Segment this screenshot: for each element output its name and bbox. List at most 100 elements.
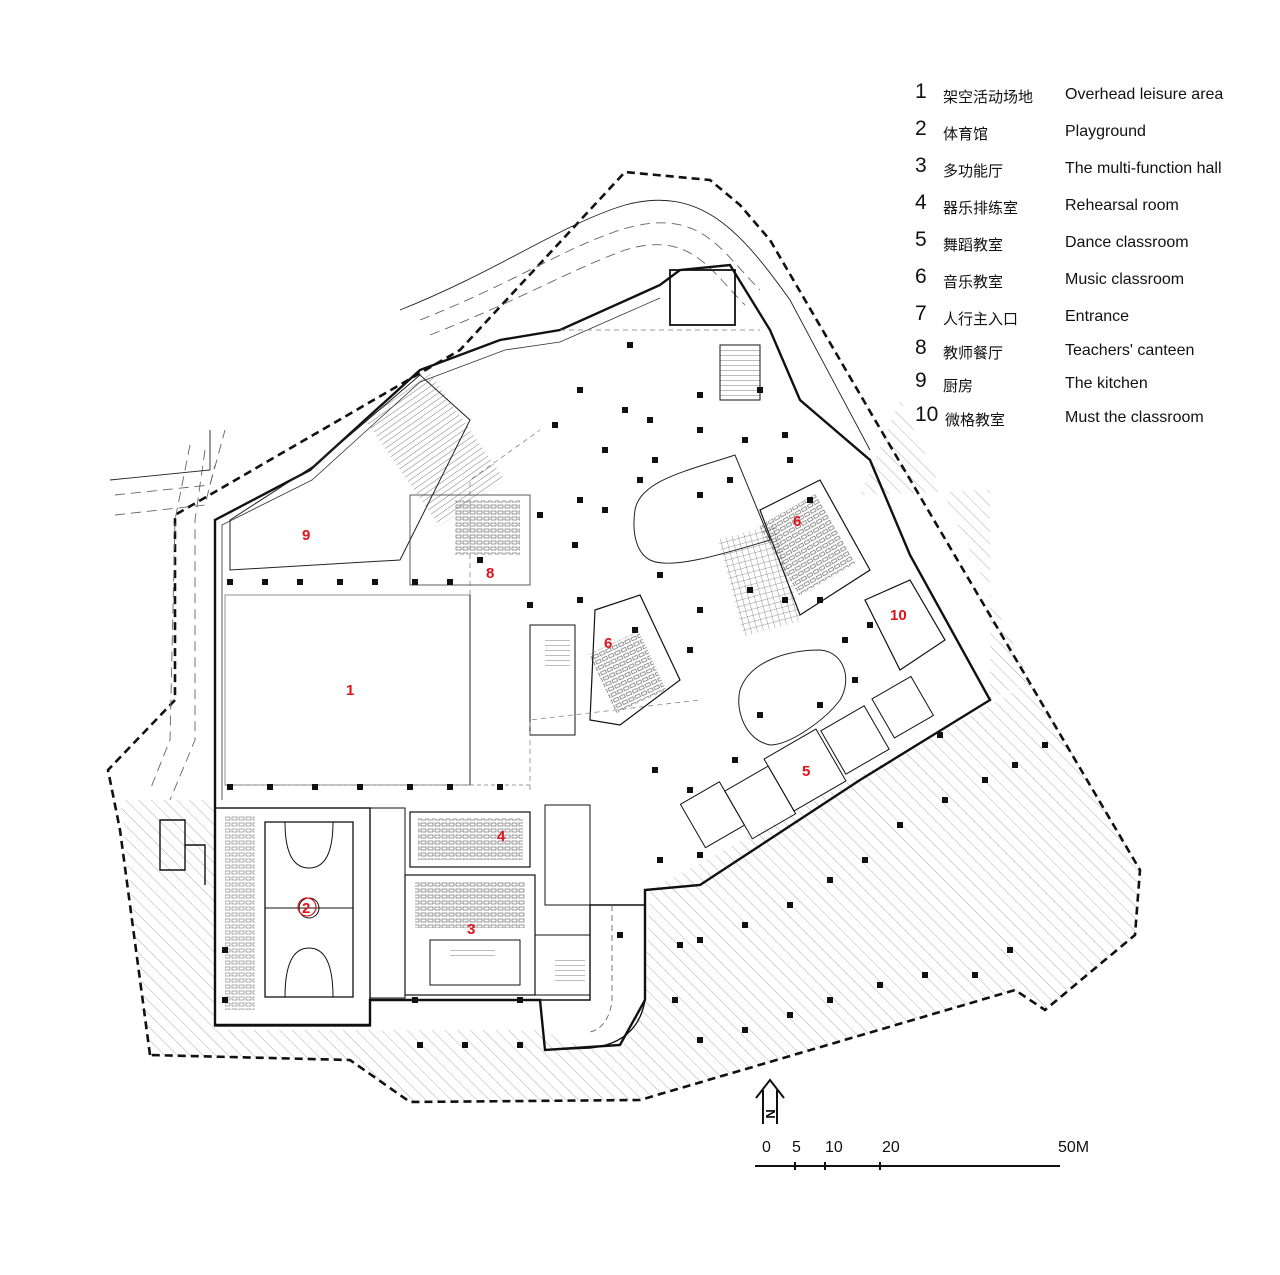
column (852, 677, 858, 683)
legend-english-label: Entrance (1065, 308, 1130, 325)
hatched-landscape-zone (120, 680, 1140, 1102)
column (652, 457, 658, 463)
label-music-a: 6 (604, 635, 612, 652)
column (407, 784, 413, 790)
kitchen-area (229, 374, 471, 571)
column (687, 787, 693, 793)
column (552, 422, 558, 428)
label-music-b: 6 (793, 513, 801, 530)
label-overhead-area: 1 (346, 682, 354, 699)
column (372, 579, 378, 585)
column (697, 607, 703, 613)
legend-chinese-label: 架空活动场地 (943, 88, 1034, 106)
legend-number: 8 (915, 335, 927, 359)
column (937, 732, 943, 738)
column (877, 982, 883, 988)
label-dance: 5 (802, 763, 810, 780)
structural-columns (222, 342, 1048, 1048)
column (732, 757, 738, 763)
legend-english-label: Playground (1065, 123, 1146, 140)
north-letter: N (763, 1109, 778, 1118)
road-edge (109, 199, 871, 481)
column (742, 437, 748, 443)
label-rehearsal: 4 (497, 828, 506, 845)
basketball-court (264, 821, 354, 998)
column (972, 972, 978, 978)
column (602, 507, 608, 513)
column (447, 579, 453, 585)
column (602, 447, 608, 453)
column (227, 784, 233, 790)
column (677, 942, 683, 948)
scale-bar (755, 1162, 1060, 1170)
column (222, 947, 228, 953)
column (897, 822, 903, 828)
column (757, 387, 763, 393)
column (637, 477, 643, 483)
column (942, 797, 948, 803)
scale-tick-5: 5 (792, 1139, 801, 1156)
legend-english-label: Music classroom (1065, 271, 1185, 288)
column (337, 579, 343, 585)
column (417, 1042, 423, 1048)
legend-number: 6 (915, 265, 927, 288)
column (782, 597, 788, 603)
column (697, 392, 703, 398)
column (447, 784, 453, 790)
column (622, 407, 628, 413)
column (312, 784, 318, 790)
column (577, 597, 583, 603)
oval-court-south (738, 649, 847, 746)
column (817, 597, 823, 603)
column (517, 1042, 523, 1048)
oval-court-north (633, 454, 771, 564)
column (357, 784, 363, 790)
building-inner-line (221, 297, 661, 800)
column (697, 427, 703, 433)
legend-english-label: Rehearsal room (1065, 197, 1179, 214)
column (297, 579, 303, 585)
column (697, 852, 703, 858)
column (222, 997, 228, 1003)
music-classroom-a (589, 594, 681, 726)
column (862, 857, 868, 863)
column (462, 1042, 468, 1048)
label-canteen: 8 (486, 565, 494, 582)
label-ring (297, 897, 317, 917)
stair-grid (718, 523, 802, 637)
column (1042, 742, 1048, 748)
column (817, 702, 823, 708)
column (652, 767, 658, 773)
column (477, 557, 483, 563)
column (672, 997, 678, 1003)
column (782, 432, 788, 438)
column (577, 497, 583, 503)
column (412, 997, 418, 1003)
column (757, 712, 763, 718)
legend-english-label: The kitchen (1065, 375, 1148, 392)
column (267, 784, 273, 790)
column (527, 602, 533, 608)
legend-chinese-label: 器乐排练室 (943, 199, 1019, 217)
column (807, 497, 813, 503)
legend-english-label: Teachers' canteen (1065, 341, 1195, 359)
legend-chinese-label: 多功能厅 (943, 162, 1004, 180)
legend-chinese-label: 教师餐厅 (943, 343, 1004, 362)
micro-classroom (864, 579, 946, 671)
column (827, 997, 833, 1003)
label-micro: 10 (890, 607, 907, 624)
legend-english-label: Overhead leisure area (1065, 86, 1224, 103)
label-hall: 3 (467, 921, 475, 938)
column (687, 647, 693, 653)
north-core (669, 269, 736, 326)
column (227, 579, 233, 585)
legend-number: 3 (915, 154, 927, 177)
